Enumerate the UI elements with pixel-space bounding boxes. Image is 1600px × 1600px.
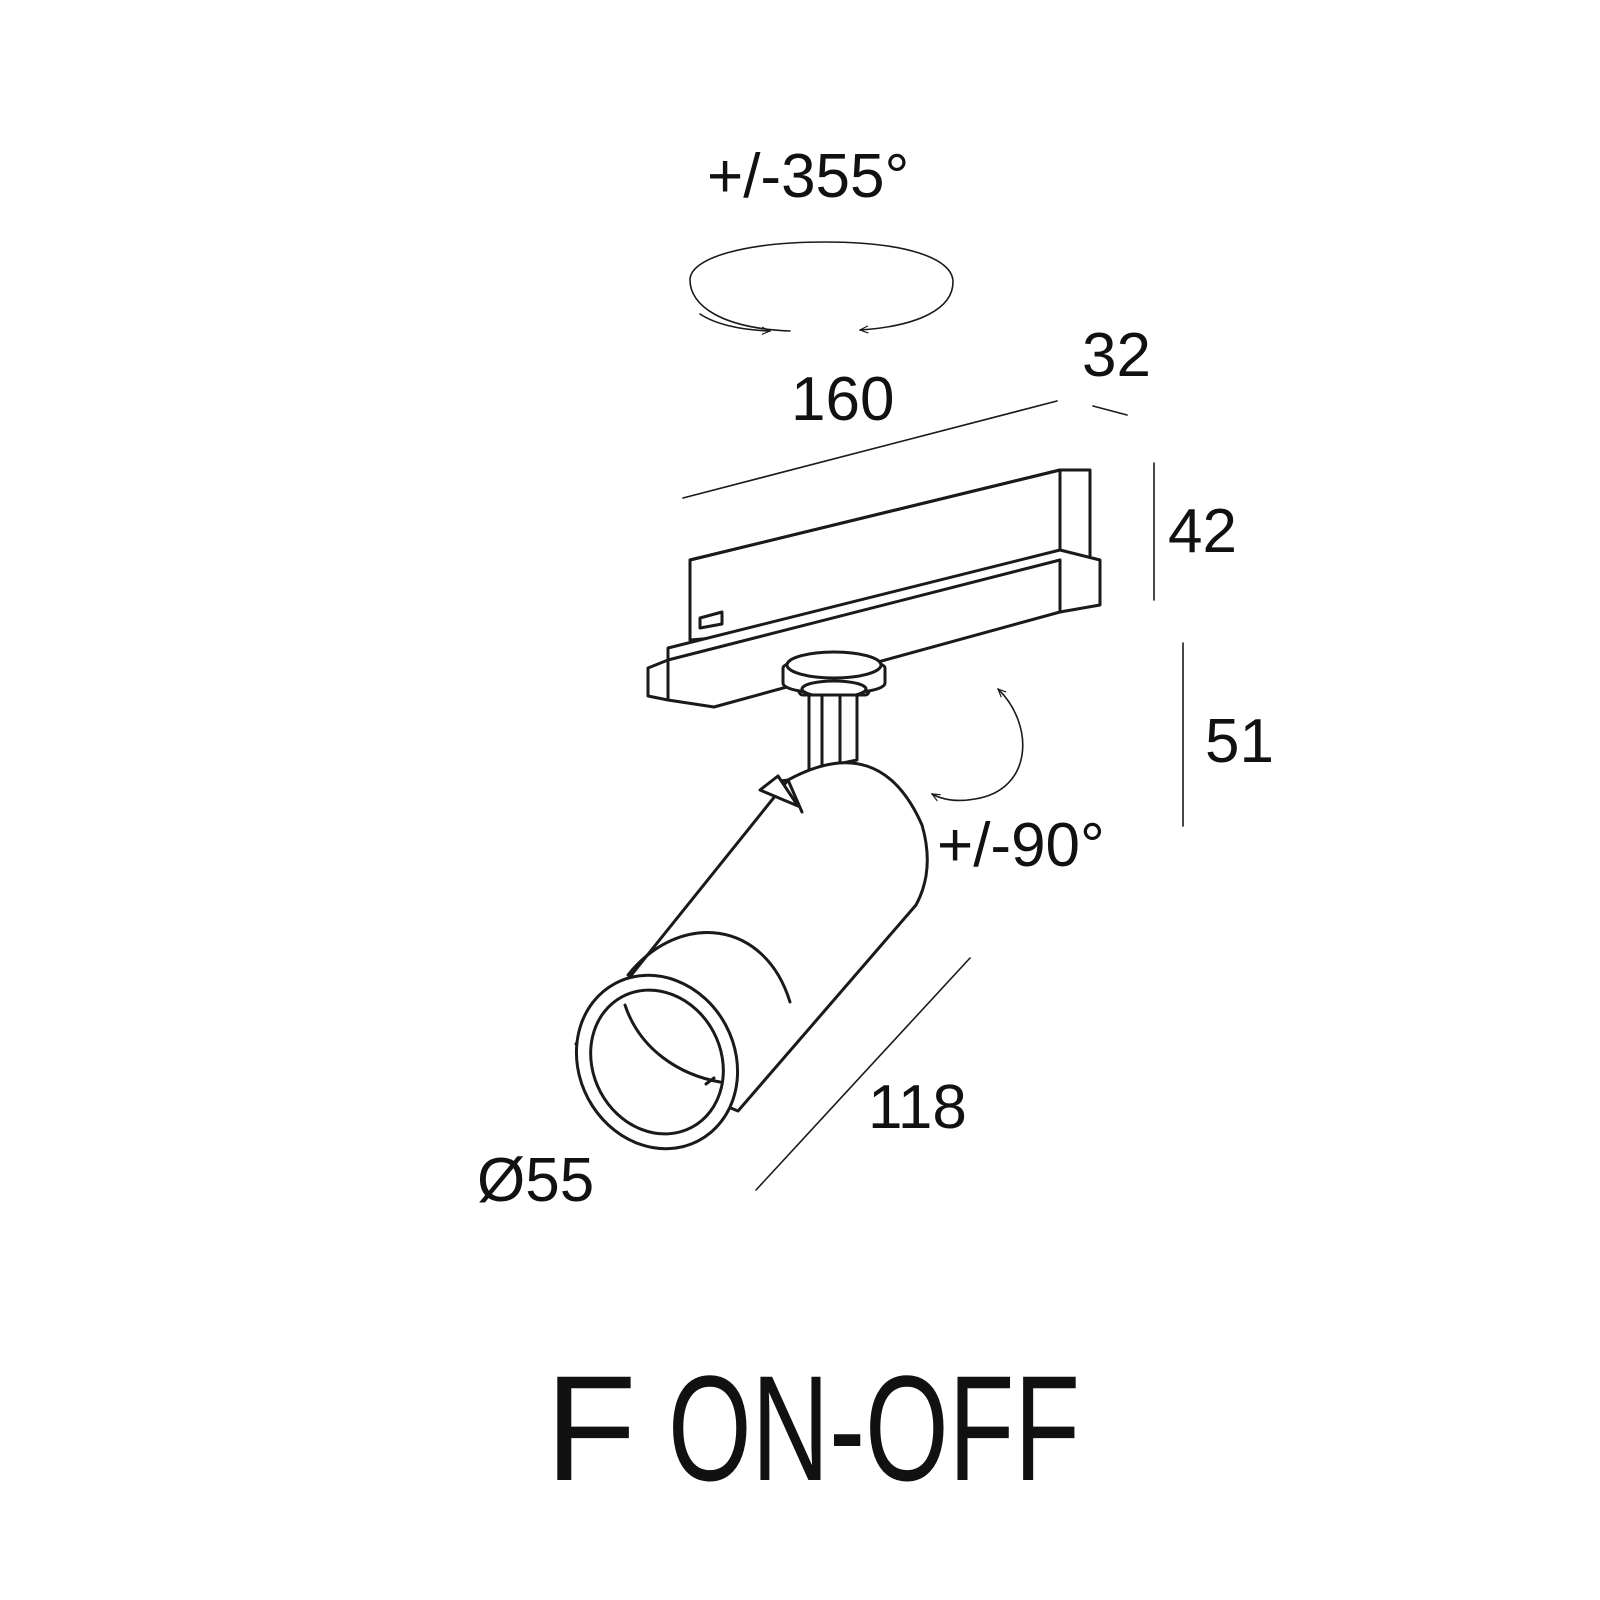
track-adapter <box>646 468 1102 709</box>
body-length-label: 118 <box>868 1073 967 1142</box>
horizontal-rotation-label: +/-355° <box>707 142 909 211</box>
model-title: F <box>545 1344 637 1512</box>
swivel-joint <box>781 650 887 699</box>
horizontal-rotation-icon <box>689 241 954 331</box>
stem-height-label: 51 <box>1205 707 1274 776</box>
vertical-rotation-icon <box>932 689 1024 800</box>
spot-body <box>574 761 929 1151</box>
body-length-dimension-line <box>755 957 971 1191</box>
vertical-rotation-label: +/-90° <box>937 811 1105 880</box>
track-length-dimension-line <box>682 400 1058 499</box>
track-width-dimension-line <box>1092 405 1128 416</box>
stem <box>807 693 859 772</box>
diameter-label: Ø55 <box>477 1146 594 1215</box>
track-width-label: 32 <box>1082 321 1151 390</box>
mode-title: ON-OFF <box>668 1344 1080 1512</box>
track-height-label: 42 <box>1168 497 1237 566</box>
track-length-label: 160 <box>791 365 894 434</box>
